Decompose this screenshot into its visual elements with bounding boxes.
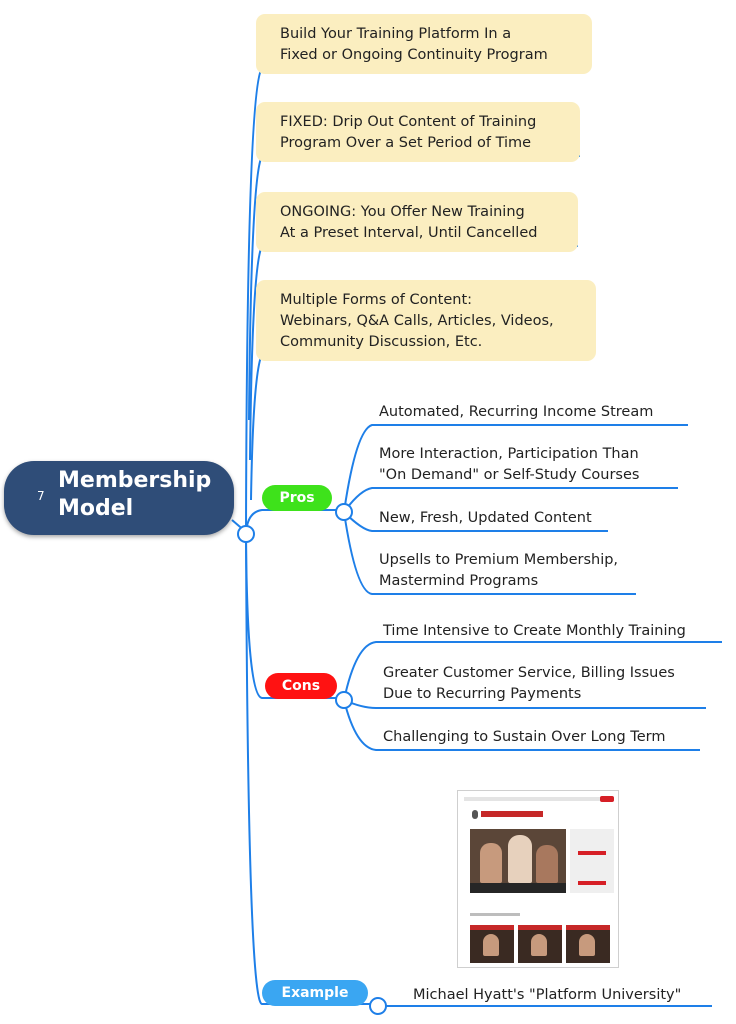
pros-item-4[interactable]: Upsells to Premium Membership, Mastermin… — [379, 552, 619, 589]
pros-item-2[interactable]: More Interaction, Participation Than "On… — [379, 446, 640, 483]
pros-label[interactable]: Pros — [262, 485, 332, 511]
cons-label[interactable]: Cons — [265, 673, 337, 699]
pros-item-3[interactable]: New, Fresh, Updated Content — [379, 510, 592, 526]
example-hub-node[interactable] — [369, 997, 387, 1015]
note-3[interactable]: ONGOING: You Offer New Training At a Pre… — [256, 192, 578, 252]
pros-item-1[interactable]: Automated, Recurring Income Stream — [379, 404, 654, 420]
root-label: Membership Model — [58, 468, 212, 521]
cons-item-2[interactable]: Greater Customer Service, Billing Issues… — [383, 665, 675, 702]
cons-hub-node[interactable] — [335, 691, 353, 709]
platform-university-screenshot — [457, 790, 619, 968]
note-4[interactable]: Multiple Forms of Content: Webinars, Q&A… — [256, 280, 596, 361]
cons-item-3[interactable]: Challenging to Sustain Over Long Term — [383, 729, 666, 745]
note-1[interactable]: Build Your Training Platform In a Fixed … — [256, 14, 592, 74]
cons-item-1[interactable]: Time Intensive to Create Monthly Trainin… — [383, 623, 686, 639]
note-2[interactable]: FIXED: Drip Out Content of Training Prog… — [256, 102, 580, 162]
example-item[interactable]: Michael Hyatt's "Platform University" — [413, 987, 682, 1003]
pros-hub-node[interactable] — [335, 503, 353, 521]
example-label[interactable]: Example — [262, 980, 368, 1006]
main-hub-node[interactable] — [237, 525, 255, 543]
root-number: 7 — [37, 489, 45, 503]
root-node[interactable]: 7 Membership Model — [4, 461, 234, 535]
